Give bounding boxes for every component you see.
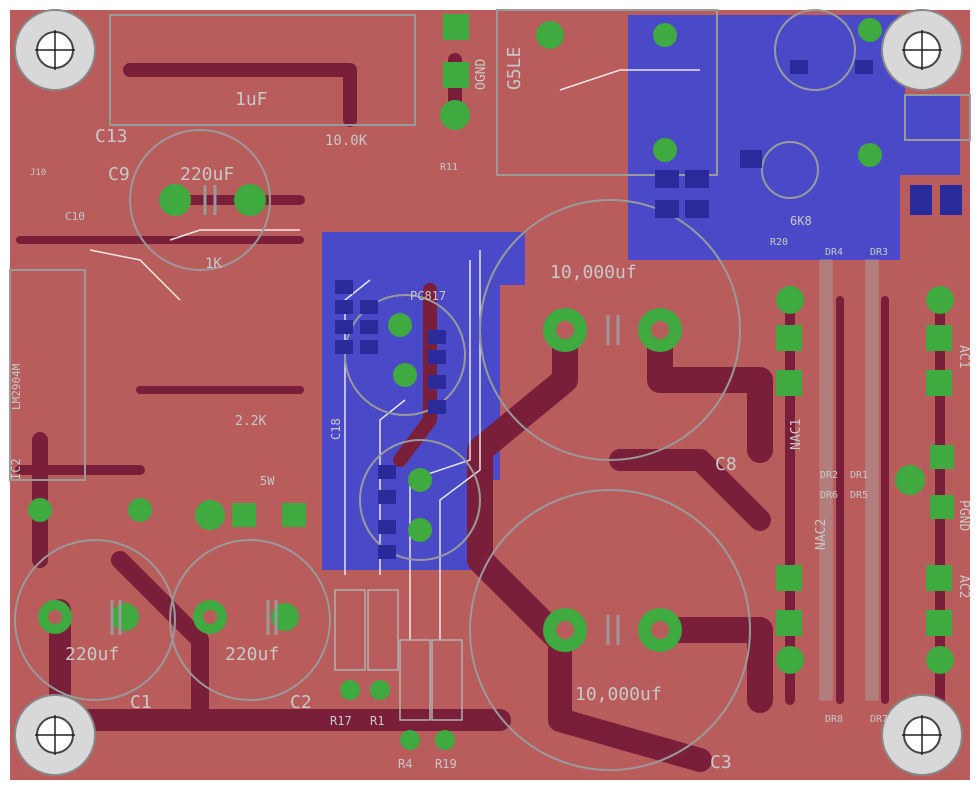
label-c9: C9: [108, 164, 130, 185]
label-ac2: AC2: [956, 575, 971, 598]
label-lm2904: LM2904M: [10, 363, 23, 410]
smd-pads: [335, 60, 962, 559]
label-dr5: DR5: [850, 490, 868, 501]
label-c9-value: 220uF: [180, 164, 234, 185]
label-c2: C2: [290, 692, 312, 713]
label-c2-value: 220uf: [225, 644, 279, 665]
c1-outline: [14, 539, 176, 701]
square-pads: [232, 14, 954, 636]
mounting-hole-tl: [14, 9, 96, 91]
label-c8-value: 10,000uf: [550, 262, 637, 283]
label-c8: C8: [715, 454, 737, 475]
label-r11: R11: [440, 162, 458, 173]
label-r4: R4: [398, 757, 412, 771]
label-pc817: PC817: [410, 289, 446, 303]
label-ogund: OGND: [474, 59, 489, 90]
label-r19: R19: [435, 757, 457, 771]
label-c1: C1: [130, 692, 152, 713]
ic-outline-2: [359, 439, 481, 561]
through-hole-pads: [28, 18, 954, 750]
c8-outline: [479, 199, 741, 461]
label-dr4: DR4: [825, 247, 843, 258]
label-c3-value: 10,000uf: [575, 684, 662, 705]
label-pgnd: PGND: [956, 500, 971, 531]
c2-outline: [169, 539, 331, 701]
component-bodies: [334, 259, 879, 721]
mounting-hole-br: [881, 694, 963, 776]
label-c1-value: 220uf: [65, 644, 119, 665]
label-r12-value: 10.0K: [325, 133, 368, 149]
label-c3: C3: [710, 752, 732, 773]
label-r20: R20: [770, 237, 788, 248]
bottom-traces: [15, 53, 945, 772]
label-c13-value: 1uF: [235, 89, 268, 110]
label-g5le: G5LE: [504, 47, 525, 90]
label-j10: J10: [30, 168, 46, 178]
label-dr8: DR8: [825, 714, 843, 725]
mounting-hole-tr: [881, 9, 963, 91]
mounting-hole-bl: [14, 694, 96, 776]
silkscreen-labels: C13 1uF C9 220uF 10.0K 1K 2.2K C10 IC2 L…: [9, 47, 971, 773]
mounting-holes: [14, 9, 963, 776]
label-dr6: DR6: [820, 490, 838, 501]
label-dr3: DR3: [870, 247, 888, 258]
ic-outline-1: [344, 294, 466, 416]
capacitor-outlines: [9, 9, 971, 771]
label-ac1: AC1: [956, 345, 971, 368]
label-nac2: NAC2: [814, 519, 829, 550]
label-c10: C10: [65, 210, 85, 223]
polarity-marks: [110, 185, 620, 645]
label-ic2: IC2: [9, 458, 23, 480]
label-r1: R1: [370, 714, 384, 728]
label-c18: C18: [329, 418, 343, 440]
label-nac1: NAC1: [789, 419, 804, 450]
label-r16-value: 2.2K: [235, 414, 266, 429]
label-dr7: DR7: [870, 714, 888, 725]
bottom-copper-region-top-right: [628, 15, 960, 260]
label-r17: R17: [330, 714, 352, 728]
label-5w: 5W: [260, 474, 275, 488]
label-6k8: 6K8: [790, 214, 812, 228]
label-dr1: DR1: [850, 470, 868, 481]
label-dr2: DR2: [820, 470, 838, 481]
c9-outline: [129, 129, 271, 271]
label-c13: C13: [95, 126, 128, 147]
label-r13-value: 1K: [205, 256, 222, 272]
c3-outline: [469, 489, 751, 771]
